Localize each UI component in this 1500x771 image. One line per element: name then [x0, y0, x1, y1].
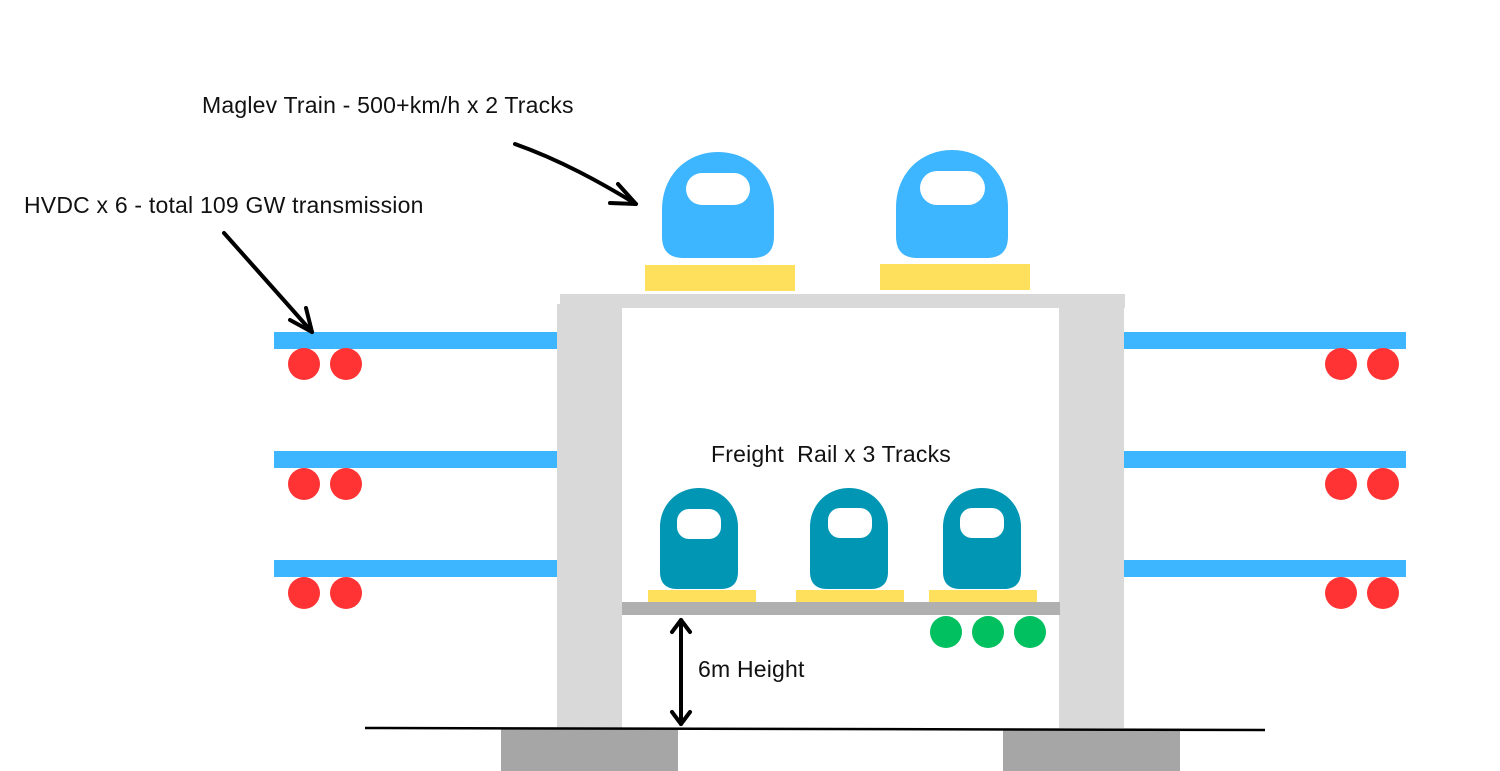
cable-circle-icon [288, 468, 320, 500]
hvdc-label: HVDC x 6 - total 109 GW transmission [24, 192, 424, 218]
hvdc-arm-right-1 [1122, 332, 1406, 349]
height-arrow [670, 618, 692, 726]
cable-circle-icon [1325, 348, 1357, 380]
train-window [686, 173, 750, 205]
train-pod-icon [810, 488, 888, 589]
ground-line [364, 726, 1266, 732]
cable-circle-icon [330, 577, 362, 609]
top-deck [560, 294, 1125, 308]
cable-circle-icon [1367, 577, 1399, 609]
height-label: 6m Height [698, 656, 805, 682]
maglev-train-1 [662, 152, 774, 258]
freight-train-2 [810, 488, 888, 589]
cable-circle-icon [1367, 348, 1399, 380]
train-window [828, 508, 872, 538]
freight-train-1 [660, 488, 738, 589]
hvdc-cables [288, 348, 1399, 609]
pillar-left [557, 304, 622, 728]
cable-circle-icon [330, 348, 362, 380]
hvdc-arm-left-3 [274, 560, 558, 577]
cable-circle-icon [1014, 616, 1046, 648]
cable-circle-icon [330, 468, 362, 500]
cable-circle-icon [288, 577, 320, 609]
cable-circle-icon [930, 616, 962, 648]
green-cables [930, 616, 1046, 648]
train-pod-icon [943, 488, 1021, 589]
arrow-icon [222, 231, 314, 334]
foundation-right [1003, 729, 1180, 771]
pillar-right [1059, 304, 1124, 728]
train-window [677, 509, 721, 539]
maglev-track-2 [880, 264, 1030, 290]
cable-circle-icon [288, 348, 320, 380]
freight-track-2 [796, 590, 904, 602]
maglev-train-2 [896, 150, 1008, 258]
maglev-track-1 [645, 265, 795, 291]
cable-circle-icon [1367, 468, 1399, 500]
maglev-label: Maglev Train - 500+km/h x 2 Tracks [202, 92, 574, 118]
freight-label: Freight Rail x 3 Tracks [711, 441, 951, 467]
freight-deck [622, 602, 1060, 615]
hvdc-arm-left-1 [274, 332, 558, 349]
train-window [960, 508, 1004, 538]
cable-circle-icon [1325, 577, 1357, 609]
foundation-left [501, 729, 678, 771]
arrow-icon [513, 142, 638, 206]
hvdc-arm-right-2 [1122, 451, 1406, 468]
hvdc-arm-right-3 [1122, 560, 1406, 577]
cable-circle-icon [972, 616, 1004, 648]
train-window [920, 171, 985, 205]
cable-circle-icon [1325, 468, 1357, 500]
freight-track-3 [929, 590, 1037, 602]
hvdc-arm-left-2 [274, 451, 558, 468]
freight-train-3 [943, 488, 1021, 589]
freight-track-1 [648, 590, 756, 602]
